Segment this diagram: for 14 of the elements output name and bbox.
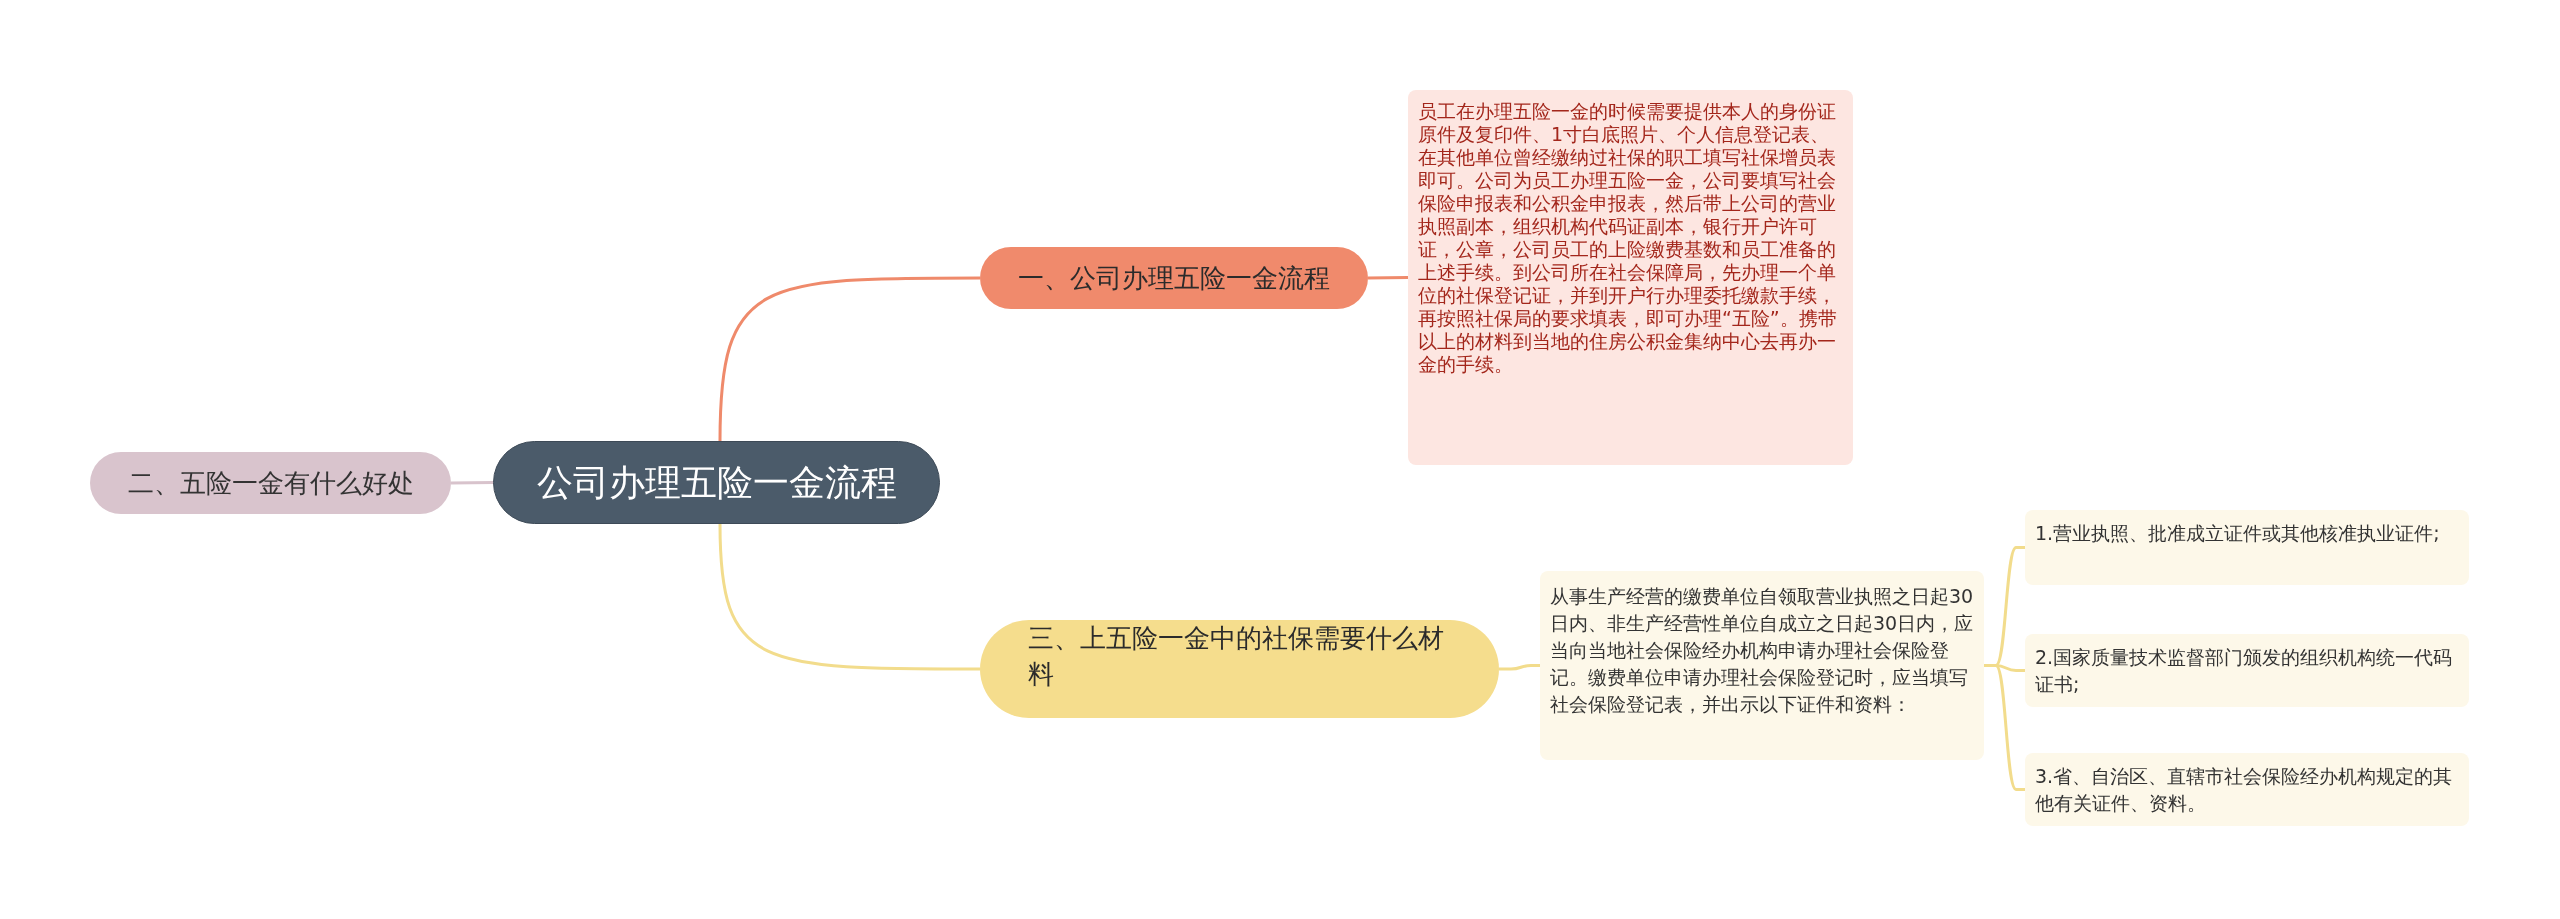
central-topic: 公司办理五险一金流程 bbox=[493, 441, 940, 524]
branch-topic: 二、五险一金有什么好处 bbox=[90, 452, 451, 514]
note-card: 2.国家质量技术监督部门颁发的组织机构统一代码证书; bbox=[2025, 634, 2469, 707]
connector-line bbox=[1499, 664, 1540, 671]
connector-line bbox=[451, 481, 493, 485]
connector-line bbox=[1367, 276, 1409, 280]
branch-topic: 一、公司办理五险一金流程 bbox=[980, 247, 1368, 309]
connector-line bbox=[718, 523, 980, 671]
branch-topic: 三、上五险一金中的社保需要什么材料 bbox=[980, 620, 1499, 718]
note-card: 从事生产经营的缴费单位自领取营业执照之日起30日内、非生产经营性单位自成立之日起30日内，应当向当地社会保险经办机构申请办理社会保险登记。缴费单位申请办理社会保险登记时，应当填写社会保险登记表，并出示以下证件和资料： bbox=[1540, 571, 1984, 760]
note-card: 员工在办理五险一金的时候需要提供本人的身份证原件及复印件、1寸白底照片、个人信息登记表、在其他单位曾经缴纳过社保的职工填写社保增员表即可。公司为员工办理五险一金，公司要填写社会保险申报表和公积金申报表，然后带上公司的营业执照副本，组织机构代码证副本，银行开户许可证，公章，公司员工的上险缴费基数和员工准备的上述手续。到公司所在社会保障局，先办理一个单位的社保登记证，并到开户行办理委托缴款手续，再按照社保局的要求填表，即可办理“五险”。携带以上的材料到当地的住房公积金集纳中心去再办一金的手续。 bbox=[1408, 90, 1853, 465]
note-card: 3.省、自治区、直辖市社会保险经办机构规定的其他有关证件、资料。 bbox=[2025, 753, 2469, 826]
connector-line bbox=[718, 276, 980, 442]
note-card: 1.营业执照、批准成立证件或其他核准执业证件; bbox=[2025, 510, 2469, 585]
